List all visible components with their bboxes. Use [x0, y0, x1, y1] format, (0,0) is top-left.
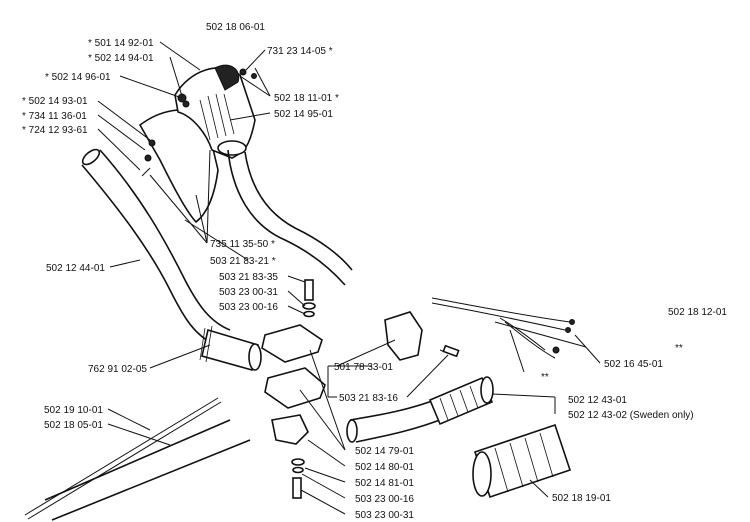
part-labels: 502 18 06-01 * 501 14 92-01 * 502 14 94-…	[22, 22, 727, 521]
part-label: 503 21 83-35	[219, 272, 278, 283]
part-label: 502 14 81-01	[355, 478, 414, 489]
part-label: 503 21 83-16	[339, 393, 398, 404]
grip-sleeve-part	[428, 376, 494, 426]
part-label: 502 18 12-01	[668, 307, 727, 318]
part-label: * 502 14 96-01	[45, 72, 111, 83]
part-label: * 734 11 36-01	[22, 111, 87, 122]
part-label: 503 23 00-31	[355, 510, 414, 521]
part-label: 502 16 45-01	[604, 359, 663, 370]
part-label: * 724 12 93-61	[22, 125, 88, 136]
part-label: 503 23 00-16	[219, 302, 278, 313]
part-label: 502 12 44-01	[46, 263, 105, 274]
clamp-assembly-part	[261, 279, 326, 499]
rear-bracket-part	[346, 311, 460, 443]
part-label: **	[675, 343, 683, 354]
part-label: * 501 14 92-01	[88, 38, 154, 49]
part-label: * 502 14 93-01	[22, 96, 88, 107]
shaft-tube-part	[24, 397, 251, 521]
throttle-handle-housing-part	[138, 64, 353, 286]
part-label: 502 19 10-01	[44, 405, 103, 416]
part-label: 502 14 79-01	[355, 446, 414, 457]
part-label: 503 23 00-16	[355, 494, 414, 505]
handle-tube-part	[81, 148, 262, 371]
part-label: 502 12 43-02 (Sweden only)	[568, 410, 694, 421]
part-label: 503 23 00-31	[219, 287, 278, 298]
cable-part	[431, 297, 575, 359]
part-label: 502 18 05-01	[44, 420, 103, 431]
part-label: 731 23 14-05 *	[267, 46, 333, 57]
part-label: 762 91 02-05	[88, 364, 147, 375]
part-label: 502 18 11-01 *	[274, 93, 339, 104]
part-label: 502 12 43-01	[568, 395, 627, 406]
large-grip-part	[472, 423, 572, 499]
part-label: * 502 14 94-01	[88, 53, 154, 64]
part-label: 502 14 95-01	[274, 109, 333, 120]
part-label: 502 18 06-01	[206, 22, 265, 33]
part-label: 735 11 35-50 *	[210, 239, 275, 250]
part-label: 502 18 19-01	[552, 493, 611, 504]
leader-lines	[97, 41, 601, 515]
part-label: 503 21 83-21 *	[210, 256, 276, 267]
part-label: 502 14 80-01	[355, 462, 414, 473]
part-label: 501 78 33-01	[334, 362, 393, 373]
part-label: **	[541, 372, 549, 383]
